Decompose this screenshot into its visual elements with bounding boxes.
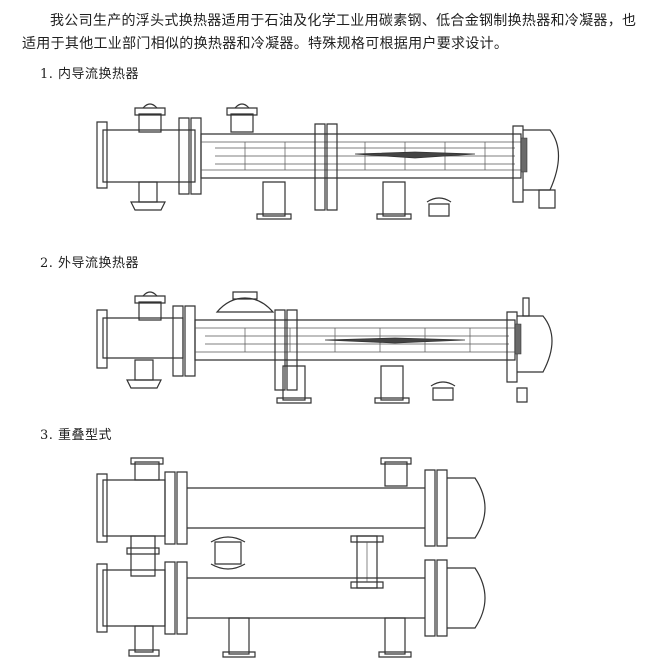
section-1-label: 1. 内导流换热器 bbox=[40, 67, 140, 82]
section-2-label: 2. 外导流换热器 bbox=[40, 256, 140, 271]
section-3-label: 3. 重叠型式 bbox=[40, 428, 113, 443]
internal-flow-heat-exchanger-drawing bbox=[95, 100, 585, 250]
intro-paragraph: 我公司生产的浮头式换热器适用于石油及化学工业用碳素钢、低合金钢制换热器和冷凝器，… bbox=[22, 13, 637, 52]
intro-text: 我公司生产的浮头式换热器适用于石油及化学工业用碳素钢、低合金钢制换热器和冷凝器，… bbox=[22, 10, 642, 56]
external-flow-heat-exchanger-drawing bbox=[95, 290, 585, 420]
stacked-heat-exchanger-drawing bbox=[95, 458, 515, 663]
